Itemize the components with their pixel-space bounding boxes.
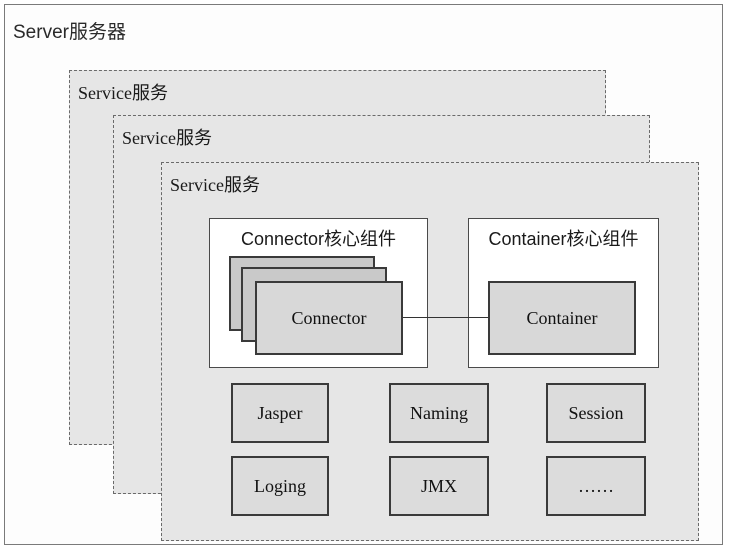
component-loging: Loging: [231, 456, 329, 516]
component-more: ……: [546, 456, 646, 516]
component-naming: Naming: [389, 383, 489, 443]
connector-box: Connector: [255, 281, 403, 355]
container-label: Container: [526, 307, 598, 328]
service-back-title: Service服务: [78, 83, 168, 103]
component-jmx-label: JMX: [420, 475, 457, 496]
component-loging-label: Loging: [254, 475, 306, 496]
component-jasper: Jasper: [231, 383, 329, 443]
container-box: Container: [488, 281, 636, 355]
service-front-title: Service服务: [170, 175, 260, 195]
component-naming-label: Naming: [410, 402, 468, 423]
component-session-label: Session: [568, 402, 624, 423]
connector-container-link: [403, 317, 488, 318]
service-middle-title: Service服务: [122, 128, 212, 148]
component-jmx: JMX: [389, 456, 489, 516]
component-jasper-label: Jasper: [257, 402, 303, 423]
component-more-label: ……: [578, 475, 614, 496]
server-title: Server服务器: [13, 22, 126, 43]
connector-panel-title: Connector核心组件: [240, 229, 397, 249]
component-session: Session: [546, 383, 646, 443]
connector-label: Connector: [291, 307, 367, 328]
container-panel-title: Container核心组件: [488, 229, 639, 249]
